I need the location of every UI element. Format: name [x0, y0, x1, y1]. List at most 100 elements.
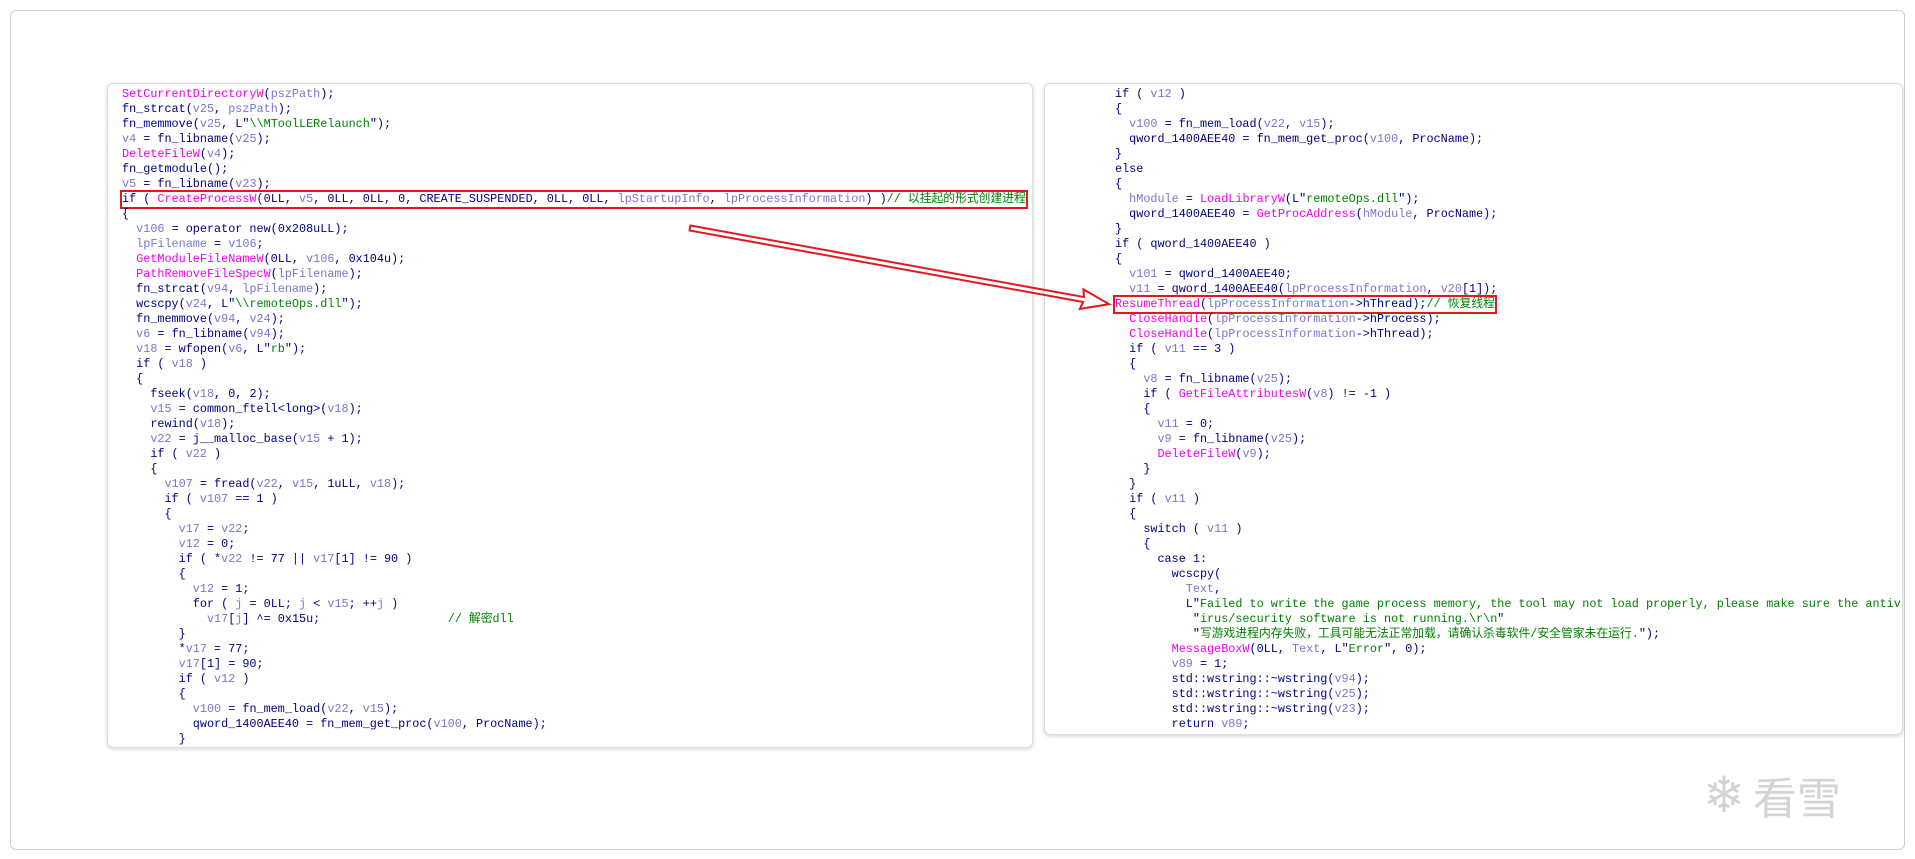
code-text: ); — [1355, 672, 1370, 686]
code-text: fseek( — [122, 387, 193, 401]
variable-token: v22 — [122, 432, 172, 446]
code-text: "); — [284, 342, 307, 356]
variable-token: j — [376, 597, 385, 611]
code-line: DeleteFileW(v9); — [1115, 447, 1902, 462]
highlighted-code-line: if ( CreateProcessW(0LL, v5, 0LL, 0LL, 0… — [120, 190, 1028, 209]
code-text: ->hProcess); — [1355, 312, 1441, 326]
code-text: qword_1400AEE40 = fn_mem_get_proc( — [122, 717, 434, 731]
code-line-content: "irus/security software is not running.\… — [1115, 612, 1505, 626]
code-line-content: DeleteFileW(v9); — [1115, 447, 1270, 461]
code-text: [1] = 90; — [199, 657, 264, 671]
variable-token: v5 — [299, 192, 314, 206]
code-text: (0LL, — [256, 192, 300, 206]
code-line-content: { — [1115, 177, 1122, 191]
code-text: ( — [1207, 312, 1215, 326]
code-text: { — [122, 567, 186, 581]
code-line: *v17 = 77; — [122, 642, 1026, 657]
code-line: CloseHandle(lpProcessInformation->hProce… — [1115, 312, 1902, 327]
string-literal: rb — [270, 342, 285, 356]
code-line: { — [122, 207, 1026, 222]
code-text: { — [122, 687, 186, 701]
code-line-content: v9 = fn_libname(v25); — [1115, 432, 1306, 446]
code-text: ( — [1355, 207, 1363, 221]
code-text: ) — [384, 597, 399, 611]
code-comment: // 以挂起的形式创建进程 — [886, 192, 1026, 206]
code-text: , 0, 2); — [214, 387, 271, 401]
code-line: rewind(v18); — [122, 417, 1026, 432]
code-text: + 1); — [320, 432, 363, 446]
code-text: = 0LL; — [242, 597, 300, 611]
string-literal: Error — [1348, 642, 1385, 656]
api-call-token: CloseHandle — [1115, 327, 1208, 341]
code-text: , — [1284, 117, 1300, 131]
variable-token: v15 — [291, 477, 314, 491]
code-line: { — [122, 462, 1026, 477]
code-text: = fn_libname( — [136, 177, 236, 191]
variable-token: v18 — [171, 357, 193, 371]
code-text: "); — [369, 117, 392, 131]
code-line: { — [1115, 507, 1902, 522]
api-call-token: GetFileAttributesW — [1178, 387, 1307, 401]
code-text: } — [1115, 147, 1123, 161]
left-code-panel: SetCurrentDirectoryW(pszPath);fn_strcat(… — [107, 83, 1033, 748]
code-line-content: v11 = qword_1400AEE40(lpProcessInformati… — [1115, 282, 1497, 296]
code-text: ); — [1292, 432, 1307, 446]
code-text: = operator new(0x208uLL); — [164, 222, 349, 236]
code-line-content: SetCurrentDirectoryW(pszPath); — [122, 87, 334, 101]
code-text: } — [1115, 477, 1137, 491]
code-text: , — [1214, 582, 1222, 596]
code-line: v5 = fn_libname(v23); — [122, 177, 1026, 192]
variable-token: v15 — [299, 432, 321, 446]
string-literal: 写游戏进程内存失败，工具可能无法正常加载，请确认杀毒软件/安全管家未在运行. — [1199, 627, 1639, 641]
code-text: "); — [1638, 627, 1661, 641]
code-line: { — [1115, 252, 1902, 267]
code-text: " — [1115, 612, 1200, 626]
code-line-content: v18 = wfopen(v6, L"rb"); — [122, 342, 306, 356]
code-text: if ( — [1115, 492, 1165, 506]
code-line-content: { — [1115, 252, 1122, 266]
code-line-content: v89 = 1; — [1115, 657, 1229, 671]
code-text: else — [1115, 162, 1144, 176]
code-line-content: v12 = 0; — [122, 537, 236, 551]
code-text: L" — [1115, 597, 1200, 611]
variable-token: v22 — [221, 552, 243, 566]
code-text: == 1 ) — [228, 492, 278, 506]
code-text: = common_ftell<long>( — [171, 402, 328, 416]
variable-token: v107 — [122, 477, 193, 491]
api-call-token: LoadLibraryW — [1199, 192, 1285, 206]
variable-token: pszPath — [228, 102, 278, 116]
code-text: , L" — [206, 297, 236, 311]
variable-token: v12 — [122, 582, 215, 596]
code-line-content: if ( v12 ) — [122, 672, 250, 686]
code-text: " — [1901, 597, 1902, 611]
code-text: = 1; — [214, 582, 250, 596]
code-line-content: { — [122, 507, 171, 521]
code-comment: // 恢复线程 — [1426, 297, 1495, 311]
code-line-content: { — [122, 207, 129, 221]
code-line: { — [1115, 537, 1902, 552]
variable-token: v11 — [1207, 522, 1229, 536]
code-line: v12 = 1; — [122, 582, 1026, 597]
code-line: v15 = common_ftell<long>(v18); — [122, 402, 1026, 417]
variable-token: v25 — [1270, 432, 1293, 446]
code-text: , L" — [242, 342, 271, 356]
code-text: rewind( — [122, 417, 200, 431]
variable-token: pszPath — [270, 87, 321, 101]
code-text: ->hThread); — [1355, 327, 1434, 341]
code-line: SetCurrentDirectoryW(pszPath); — [122, 87, 1026, 102]
code-text: { — [1115, 402, 1151, 416]
variable-token: v18 — [199, 417, 222, 431]
code-line-content: hModule = LoadLibraryW(L"remoteOps.dll")… — [1115, 192, 1419, 206]
variable-token: lpStartupInfo — [617, 192, 710, 206]
code-text: switch ( — [1115, 522, 1208, 536]
code-line-content: std::wstring::~wstring(v25); — [1115, 687, 1370, 701]
code-text: { — [122, 372, 144, 386]
variable-token: v17 — [313, 552, 335, 566]
highlighted-code-line: ResumeThread(lpProcessInformation->hThre… — [1113, 295, 1902, 314]
code-text: , 0LL, 0LL, 0, CREATE_SUSPENDED, 0LL, 0L… — [313, 192, 618, 206]
code-line: if ( v12 ) — [122, 672, 1026, 687]
code-line: if ( v12 ) — [1115, 87, 1902, 102]
code-line-content: switch ( v11 ) — [1115, 522, 1242, 536]
code-text: ); — [313, 282, 328, 296]
variable-token: v25 — [192, 102, 215, 116]
